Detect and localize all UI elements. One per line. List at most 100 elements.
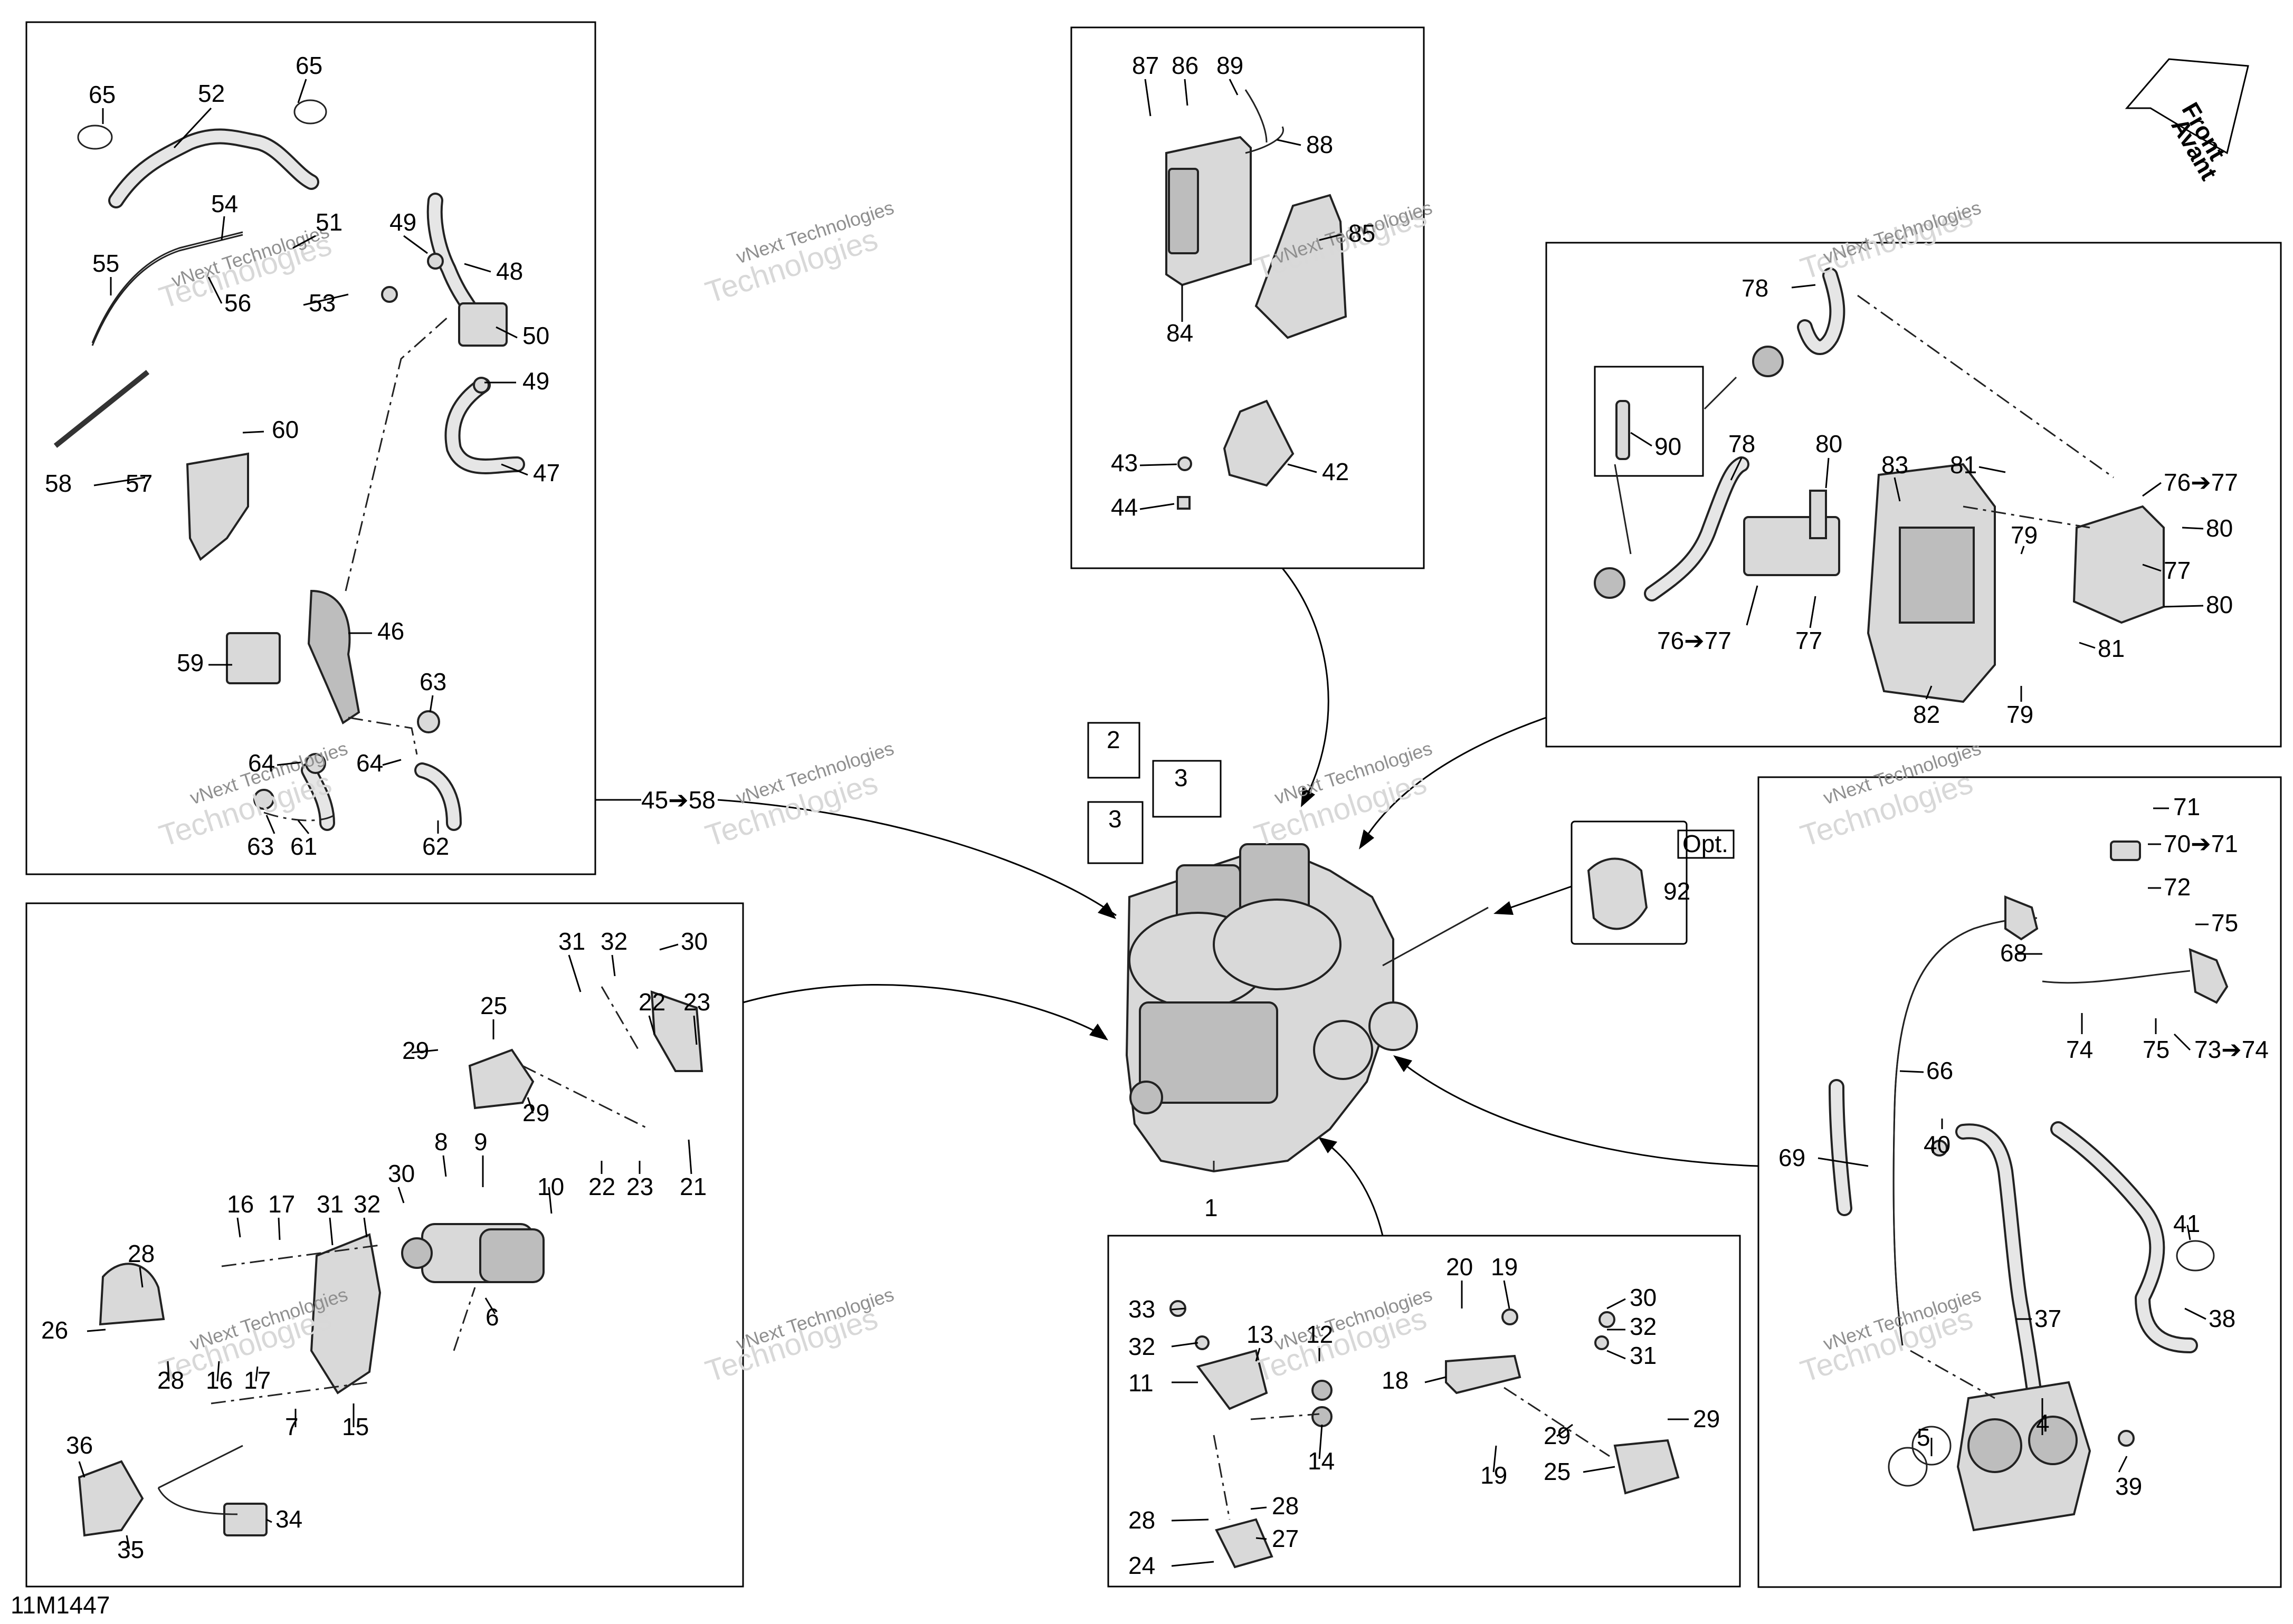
callout-69: 69 [1778, 1144, 1805, 1171]
callout-77: 77 [2164, 557, 2191, 584]
callout-31: 31 [317, 1190, 344, 1218]
callout-76-77: 76➔77 [2164, 469, 2238, 496]
callout-65: 65 [89, 81, 116, 108]
callout-3: 3 [1108, 805, 1122, 833]
callout-89: 89 [1216, 52, 1243, 79]
callout-68: 68 [2000, 939, 2027, 967]
callout-37: 37 [2034, 1305, 2061, 1332]
callout-20: 20 [1446, 1253, 1473, 1281]
callout-85: 85 [1348, 219, 1375, 247]
callout-32: 32 [1630, 1313, 1657, 1340]
arrowhead [1301, 787, 1315, 807]
arrowhead [1493, 901, 1514, 915]
callout-5: 5 [1917, 1424, 1930, 1451]
starter-mount-artwork [78, 986, 703, 1537]
arrowhead [1359, 829, 1374, 849]
callout-31: 31 [1630, 1342, 1657, 1369]
arrowhead [1098, 902, 1116, 919]
callout-11: 11 [1128, 1369, 1154, 1397]
callout-42: 42 [1322, 458, 1349, 485]
callout-81: 81 [1950, 451, 1977, 479]
callout-59: 59 [177, 649, 204, 676]
callout-45-58: 45➔58 [641, 786, 716, 814]
panel-throttle-body [1757, 776, 2282, 1588]
callout-14: 14 [1308, 1447, 1335, 1475]
callout-49: 49 [522, 367, 549, 395]
connector-mounts-to-engine [1321, 1139, 1384, 1236]
callout-62: 62 [422, 833, 449, 860]
callout-41: 41 [2173, 1210, 2200, 1237]
callout-1: 1 [1204, 1194, 1218, 1221]
engine-mounts-artwork [1169, 1300, 1680, 1569]
callout-34: 34 [275, 1505, 302, 1533]
callout-6: 6 [486, 1303, 499, 1331]
callout-61: 61 [290, 833, 317, 860]
engine-assembly [1125, 843, 1489, 1173]
callout-9: 9 [474, 1128, 488, 1155]
callout-18: 18 [1382, 1367, 1409, 1394]
callout-26: 26 [41, 1316, 68, 1344]
callout-83: 83 [1881, 451, 1908, 479]
callout-79: 79 [2011, 521, 2038, 549]
callout-56: 56 [224, 289, 251, 317]
callout-19: 19 [1491, 1253, 1518, 1281]
callout-38: 38 [2209, 1305, 2235, 1332]
callout-73-74: 73➔74 [2194, 1036, 2269, 1063]
arrowhead [1318, 1137, 1337, 1153]
callout-30: 30 [1630, 1284, 1657, 1311]
callout-79: 79 [2006, 701, 2033, 728]
callout-49: 49 [389, 208, 416, 236]
callout-54: 54 [211, 190, 238, 217]
callout-27: 27 [1272, 1525, 1299, 1552]
connector-throttle-to-engine [1395, 1057, 1759, 1167]
callout-28: 28 [1128, 1506, 1155, 1534]
callout-15: 15 [342, 1413, 369, 1440]
callout-57: 57 [126, 470, 153, 497]
connector-starter-to-engine [743, 983, 1106, 1038]
callout-78: 78 [1728, 430, 1755, 457]
callout-25: 25 [480, 992, 507, 1019]
panel-ecm [1070, 26, 1425, 569]
callout-82: 82 [1913, 701, 1940, 728]
callout-92: 92 [1663, 877, 1690, 905]
callout-77: 77 [1795, 627, 1822, 654]
callout-86: 86 [1172, 52, 1198, 79]
callout-72: 72 [2164, 873, 2191, 901]
callout-10: 10 [537, 1173, 564, 1200]
callout-16: 16 [206, 1367, 233, 1394]
callout-33: 33 [1128, 1295, 1155, 1323]
callout-32: 32 [1128, 1333, 1155, 1360]
callout-32: 32 [354, 1190, 380, 1218]
callout-13: 13 [1247, 1321, 1273, 1348]
callout-50: 50 [522, 322, 549, 349]
callout-52: 52 [198, 80, 225, 107]
callout-66: 66 [1926, 1057, 1953, 1084]
panel-optional-part [1571, 820, 1688, 945]
callout-88: 88 [1306, 131, 1333, 158]
callout-12: 12 [1306, 1321, 1333, 1348]
callout-28: 28 [128, 1240, 155, 1267]
callout-23: 23 [626, 1173, 653, 1200]
box-part-3-top [1152, 760, 1222, 818]
box-part-3-bottom [1087, 801, 1144, 864]
opt-label: Opt. [1682, 830, 1728, 857]
callout-24: 24 [1128, 1552, 1155, 1579]
optional-sensor [1587, 857, 1648, 930]
callout-29: 29 [522, 1099, 549, 1126]
ecm-artwork [1165, 89, 1347, 510]
callout-21: 21 [680, 1173, 707, 1200]
callout-75: 75 [2143, 1036, 2170, 1063]
arrowhead [1393, 1055, 1412, 1072]
callout-44: 44 [1111, 493, 1138, 521]
front-direction-arrow: Front Avant [2125, 58, 2249, 185]
callout-60: 60 [272, 416, 299, 443]
callout-76-77: 76➔77 [1657, 627, 1731, 654]
callout-63: 63 [247, 833, 274, 860]
callout-22: 22 [639, 988, 665, 1016]
intake-hoses-artwork [53, 99, 525, 831]
callout-25: 25 [1544, 1458, 1571, 1485]
panel-intake-hoses [25, 21, 596, 875]
connector-ecm-to-engine [1281, 568, 1329, 803]
callout-22: 22 [588, 1173, 615, 1200]
